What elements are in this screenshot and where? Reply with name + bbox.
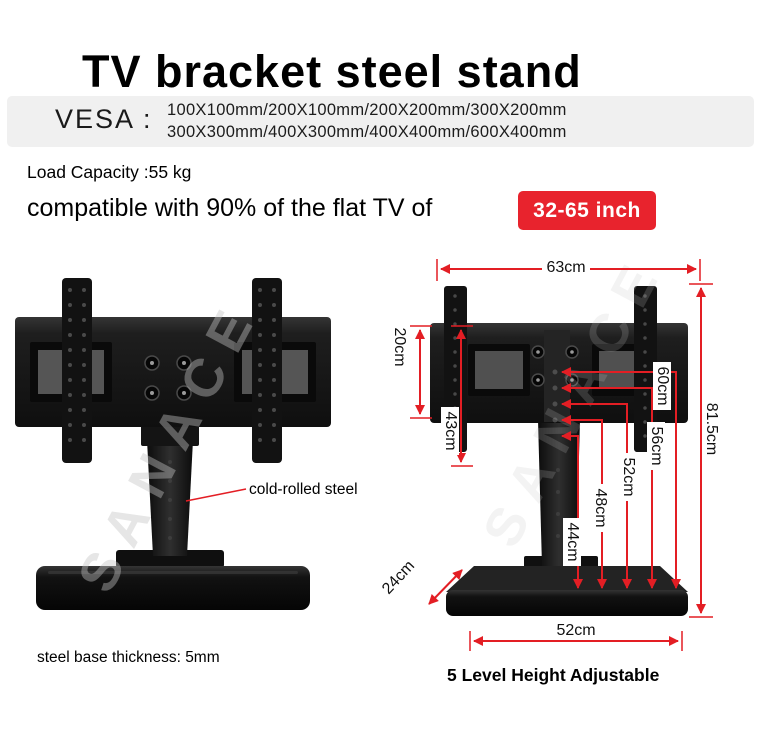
dim-label-60cm: 60cm [653,362,671,410]
right-stand-illustration [430,286,688,616]
base-thickness-note: steel base thickness: 5mm [37,649,220,666]
vesa-line-1: 100X100mm/200X100mm/200X200mm/300X200mm [167,101,567,119]
cold-rolled-steel-note: cold-rolled steel [249,481,358,498]
dim-label-43cm: 43cm [441,407,459,455]
dim-label-44cm: 44cm [563,518,581,566]
dimension-lines [185,259,713,651]
vesa-band: VESA : 100X100mm/200X100mm/200X200mm/300… [7,96,754,147]
dim-line-24cm [428,569,463,605]
size-range-badge: 32-65 inch [518,191,656,230]
dim-line-60cm [561,367,681,589]
cold-rolled-leader-line [185,488,247,502]
dim-label-63cm: 63cm [542,259,590,277]
vesa-size-list: 100X100mm/200X100mm/200X200mm/300X200mm … [167,100,567,143]
left-stand-illustration [15,278,331,610]
vesa-line-2: 300X300mm/400X300mm/400X400mm/600X400mm [167,122,567,141]
vesa-screws [144,355,192,401]
dim-label-56cm: 56cm [647,422,665,470]
height-adjustable-note: 5 Level Height Adjustable [447,665,660,685]
dim-label-52cm-base: 52cm [552,622,600,640]
dim-label-20cm: 20cm [390,323,408,371]
vesa-label: VESA : [55,104,153,134]
dim-label-52cm: 52cm [619,453,637,501]
dim-line-56cm [561,383,657,589]
dim-line-52cm [561,399,632,589]
compatibility-text: compatible with 90% of the flat TV of [27,194,433,222]
dim-line-48cm [561,415,607,589]
dim-label-48cm: 48cm [591,484,609,532]
page-title: TV bracket steel stand [82,46,582,98]
dim-label-81-5cm: 81.5cm [702,401,720,457]
load-capacity-text: Load Capacity :55 kg [27,162,192,182]
